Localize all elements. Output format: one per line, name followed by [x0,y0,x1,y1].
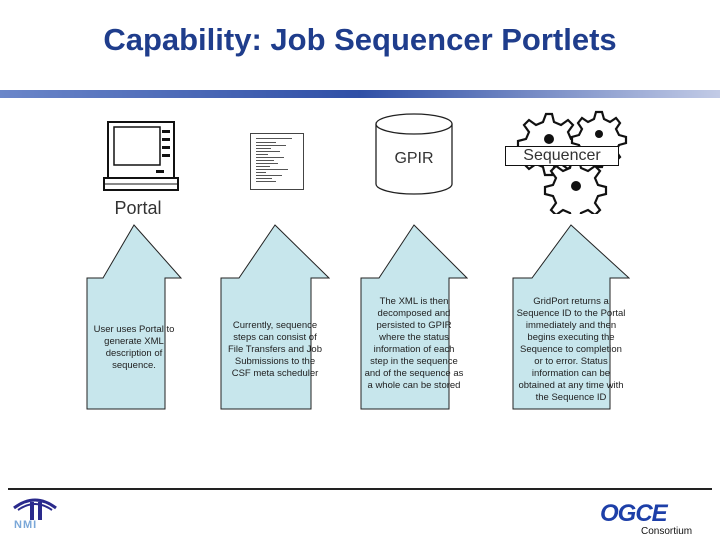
arrow-gpir: The XML is then decomposed and persisted… [360,224,468,410]
sequencer-label: Sequencer [505,146,619,166]
footer-divider [8,488,712,490]
document-description: Currently, sequence steps can consist of… [228,320,322,379]
title-underline [0,90,720,98]
arrow-sequencer: GridPort returns a Sequence ID to the Po… [512,224,630,410]
document-icon [250,133,304,190]
gpir-description: The XML is then decomposed and persisted… [364,296,464,391]
sequencer-description: GridPort returns a Sequence ID to the Po… [516,296,626,403]
database-icon [375,113,453,195]
nmi-logo [13,498,57,520]
ogce-logo-subtitle: Consortium [641,526,693,537]
portal-label: Portal [114,198,162,218]
arrow-document: Currently, sequence steps can consist of… [220,224,330,410]
ogce-logo: OGCE [600,500,668,527]
arrow-portal: User uses Portal to generate XML descrip… [86,224,182,410]
slide-title: Capability: Job Sequencer Portlets [103,22,617,57]
laptop-icon [103,121,179,191]
gpir-label: GPIR [394,150,434,167]
portal-description: User uses Portal to generate XML descrip… [93,324,175,371]
nmi-logo-text: NMI [14,519,38,531]
